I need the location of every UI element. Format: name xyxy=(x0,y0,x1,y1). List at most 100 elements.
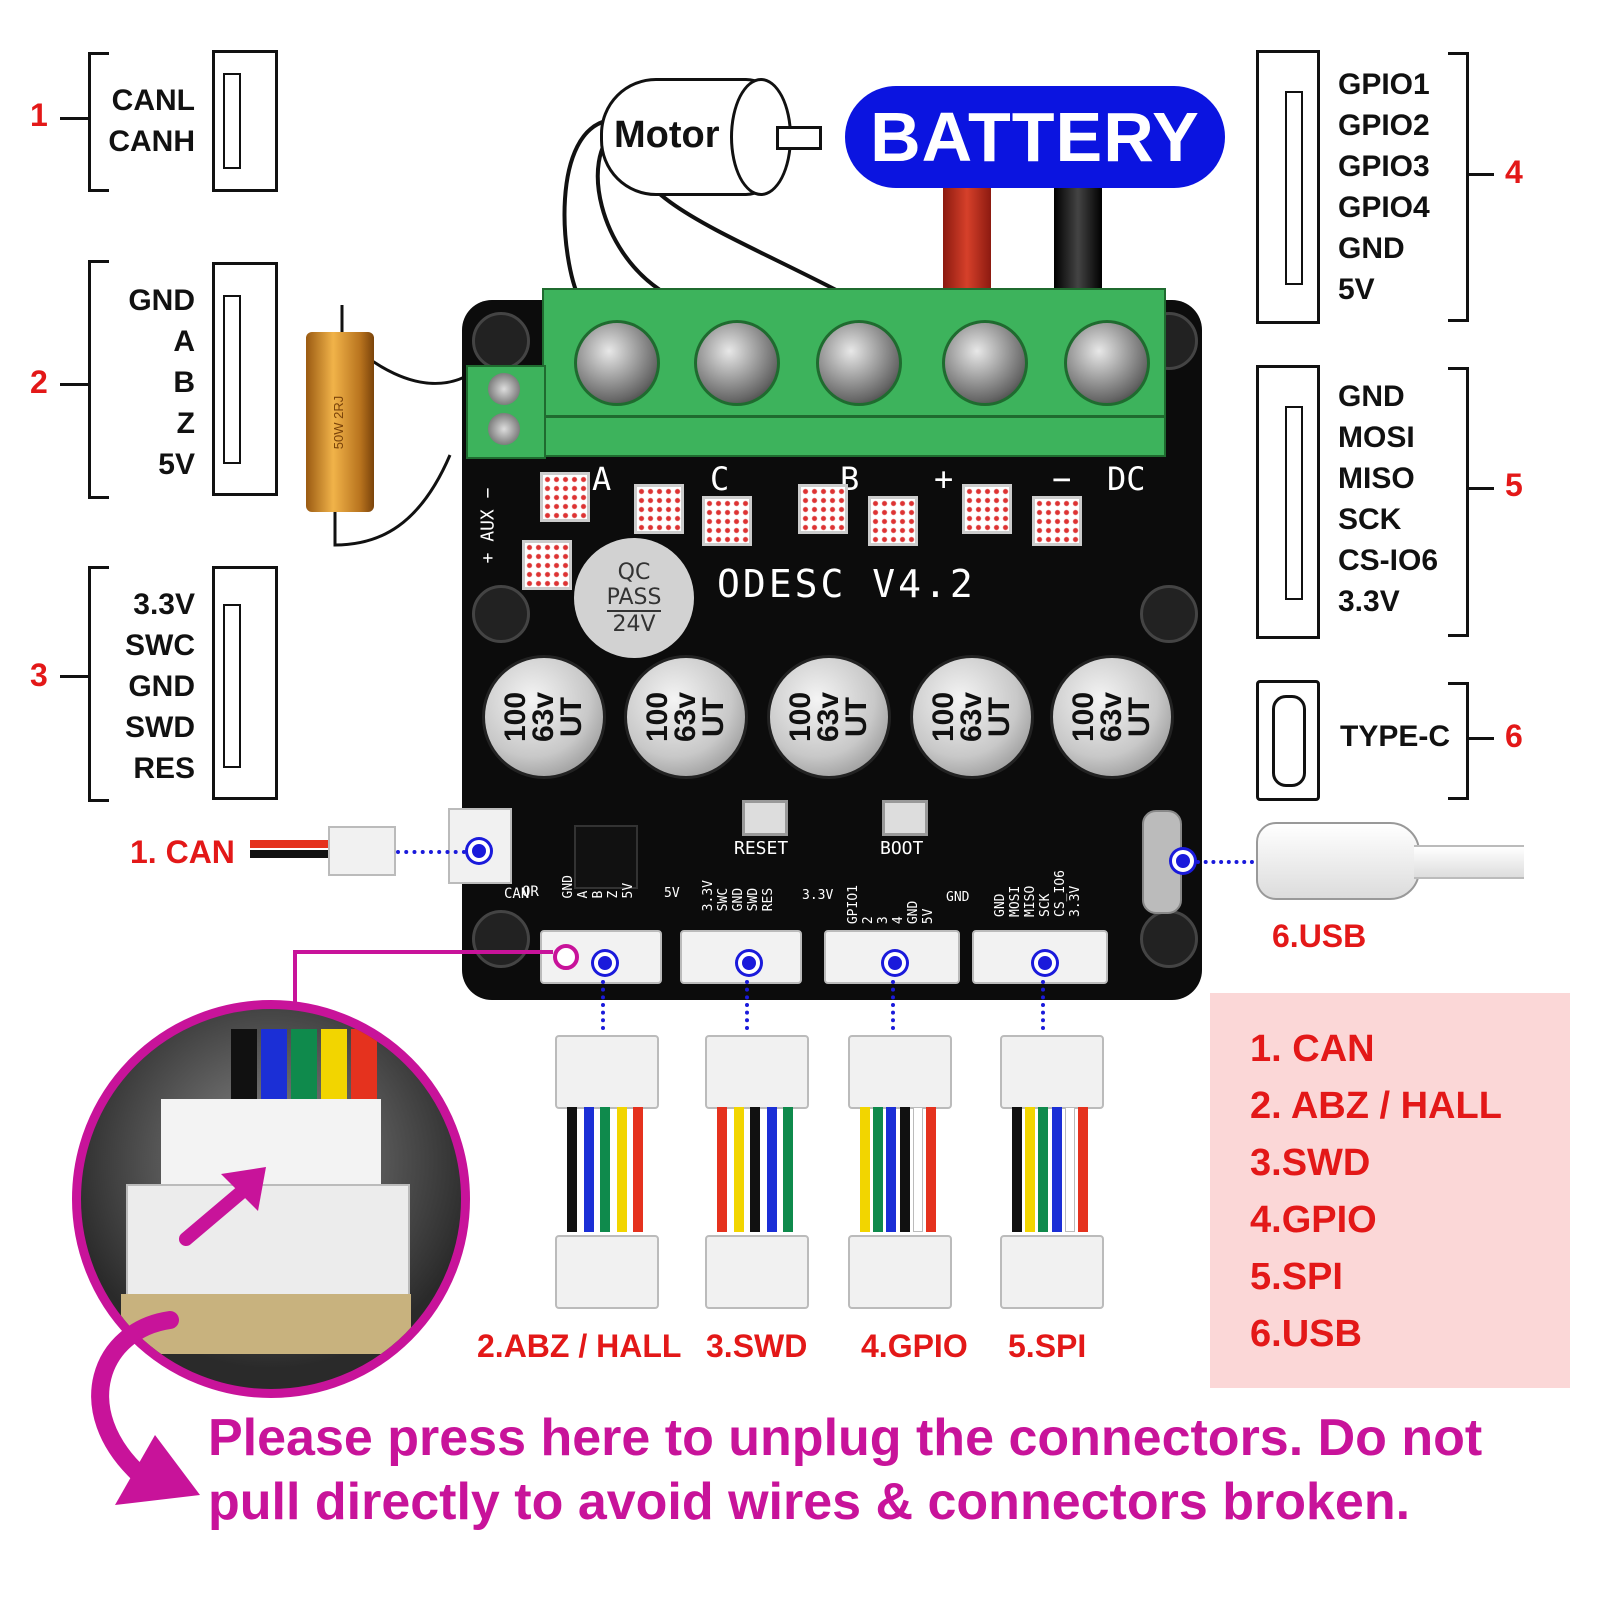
cable-wire xyxy=(899,1107,910,1232)
pin-label: 3.3V xyxy=(1338,585,1400,618)
silk-label: 5V xyxy=(664,886,680,901)
pin-label: GPIO3 xyxy=(1338,150,1430,183)
gpio-header-silk: GPIO1 2 3 4 GND 5V xyxy=(846,885,936,925)
cable-wire xyxy=(717,1107,727,1232)
qc-line: QC xyxy=(617,559,651,585)
pin-label: GND xyxy=(1338,232,1405,265)
boot-button[interactable] xyxy=(882,800,928,836)
capacitor-label: 100 63v UT xyxy=(1067,691,1156,743)
bracket-tick xyxy=(60,675,88,678)
aux-screw[interactable] xyxy=(488,413,520,445)
solder-pad xyxy=(522,540,572,590)
usb-c-cable xyxy=(1414,845,1524,879)
silk-label: DC xyxy=(1107,460,1146,498)
capacitor: 100 63v UT xyxy=(1050,655,1174,779)
silk-pin: 3.3V xyxy=(701,880,716,912)
board-name: ODESC V4.2 xyxy=(717,562,976,606)
pin-label: Z xyxy=(176,407,195,440)
latch-marker xyxy=(553,944,579,970)
connector-outline xyxy=(1256,365,1320,639)
silk-pin: 3.3V xyxy=(1068,885,1083,917)
cable-wire xyxy=(633,1107,643,1232)
can-connector[interactable] xyxy=(448,808,512,884)
qc-line: PASS xyxy=(606,584,662,612)
battery-wire-black xyxy=(1054,188,1102,298)
pin-label: CS-IO6 xyxy=(1338,544,1439,577)
connector-outline xyxy=(212,566,278,800)
reset-silk: RESET xyxy=(734,838,789,859)
curved-arrow-icon xyxy=(91,1311,200,1505)
qc-line: 24V xyxy=(612,611,656,637)
terminal-screw-c[interactable] xyxy=(694,320,780,406)
cable-plug xyxy=(705,1035,809,1109)
connector-number: 4 xyxy=(1505,154,1523,190)
spi-header-marker xyxy=(1034,952,1056,974)
silk-pin: Z xyxy=(606,890,621,899)
cable-wire xyxy=(1038,1107,1049,1232)
warning-line-2: pull directly to avoid wires & connector… xyxy=(208,1473,1411,1531)
silk-pin: GND xyxy=(906,900,921,925)
can-port-marker xyxy=(468,840,490,862)
terminal-screw-a[interactable] xyxy=(574,320,660,406)
bracket-tick xyxy=(60,117,88,120)
mount-hole xyxy=(472,910,530,968)
usb-c-cable-plug xyxy=(1256,822,1420,900)
cable-1 xyxy=(555,1035,659,1309)
solder-pad xyxy=(540,472,590,522)
resistor-label: 50W 2RJ xyxy=(331,395,347,449)
cable-wires xyxy=(1012,1107,1088,1232)
bracket-tick xyxy=(1466,173,1494,176)
silk-pin: B xyxy=(591,890,606,899)
silk-label: − xyxy=(1052,460,1072,498)
silk-pin: RES xyxy=(761,887,776,912)
reset-button[interactable] xyxy=(742,800,788,836)
usb-callout-label: 6.USB xyxy=(1272,918,1367,954)
silk-pin: GND xyxy=(993,893,1008,917)
legend-item: 6.USB xyxy=(1250,1313,1362,1355)
silk-pin: 5V xyxy=(621,882,636,899)
cable-plug xyxy=(1000,1035,1104,1109)
pin-label: 3.3V xyxy=(133,588,195,621)
connector-latch xyxy=(1285,91,1303,285)
cable-wire xyxy=(1025,1107,1036,1232)
connector-number: 2 xyxy=(30,364,48,400)
pin-label: GND xyxy=(128,670,195,703)
pin-list: CANL CANH xyxy=(100,80,195,162)
terminal-screw-b[interactable] xyxy=(816,320,902,406)
mount-hole xyxy=(472,312,530,370)
mount-hole xyxy=(472,585,530,643)
silk-pin: GND xyxy=(561,875,576,899)
pin-label: MISO xyxy=(1338,462,1415,495)
pin-label: 5V xyxy=(1338,273,1375,306)
cable-wire xyxy=(860,1107,870,1232)
connector-outline xyxy=(212,50,278,192)
silk-pin: 4 xyxy=(891,916,906,925)
cable-wire xyxy=(567,1107,577,1232)
zoom-leader-h xyxy=(295,950,553,954)
pin-label: SWD xyxy=(125,711,195,744)
pin-label: 5V xyxy=(158,448,195,481)
cable-plug xyxy=(848,1035,952,1109)
aux-screw[interactable] xyxy=(488,373,520,405)
solder-pad xyxy=(868,496,918,546)
bracket xyxy=(1448,682,1469,800)
silk-pin: SCK xyxy=(1038,893,1053,917)
ic-chip xyxy=(574,825,638,889)
legend-item: 4.GPIO xyxy=(1250,1199,1377,1241)
cable-plug xyxy=(555,1035,659,1109)
cable-wire xyxy=(1077,1107,1088,1232)
pin-label: GND xyxy=(128,284,195,317)
terminal-screw-plus[interactable] xyxy=(942,320,1028,406)
cable-wire xyxy=(1012,1107,1022,1232)
solder-pad xyxy=(1032,496,1082,546)
connector-number: 6 xyxy=(1505,718,1523,754)
cable-wire xyxy=(583,1107,594,1232)
gpio-header-marker xyxy=(884,952,906,974)
cable-wire xyxy=(912,1107,923,1232)
pin-label: CANH xyxy=(108,125,195,158)
cable-wire xyxy=(886,1107,897,1232)
terminal-screw-minus[interactable] xyxy=(1064,320,1150,406)
or-silk: OR xyxy=(522,884,539,900)
bracket xyxy=(88,260,109,499)
silk-label: C xyxy=(710,460,730,498)
